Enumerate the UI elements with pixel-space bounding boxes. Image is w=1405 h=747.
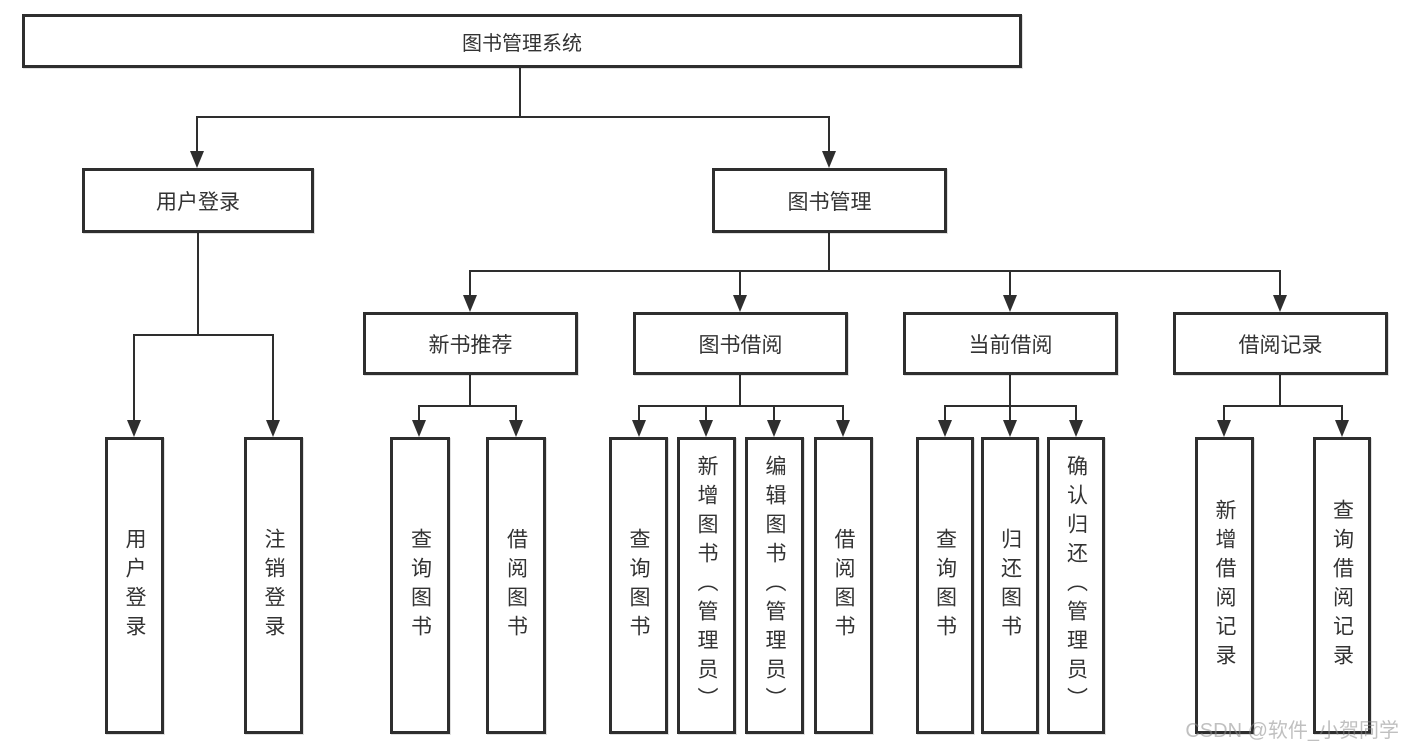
connector-hline [1223, 405, 1343, 407]
arrowhead-down-icon [412, 420, 426, 437]
connector-vline [1075, 405, 1077, 422]
connector-hline [196, 116, 830, 118]
node-user-login-leaf: 用户登录 [105, 437, 164, 734]
node-book-borrowing: 图书借阅 [633, 312, 848, 375]
arrowhead-down-icon [699, 420, 713, 437]
arrowhead-down-icon [733, 295, 747, 312]
connector-vline [515, 405, 517, 422]
connector-vline [1223, 405, 1225, 422]
arrowhead-down-icon [632, 420, 646, 437]
node-book-management-branch: 图书管理 [712, 168, 947, 233]
node-new-book-recommendation: 新书推荐 [363, 312, 578, 375]
connector-vline [469, 375, 471, 407]
connector-vline [469, 270, 471, 297]
node-borrow-books-recommend: 借阅图书 [486, 437, 546, 734]
arrowhead-down-icon [1003, 420, 1017, 437]
node-add-books-admin: 新增图书（管理员） [677, 437, 736, 734]
node-library-management-system: 图书管理系统 [22, 14, 1022, 68]
arrowhead-down-icon [190, 151, 204, 168]
connector-vline [1279, 375, 1281, 407]
arrowhead-down-icon [822, 151, 836, 168]
arrowhead-down-icon [836, 420, 850, 437]
connector-vline [773, 405, 775, 422]
arrowhead-down-icon [509, 420, 523, 437]
arrowhead-down-icon [1003, 295, 1017, 312]
watermark: CSDN @软件_小贺同学 [1185, 720, 1399, 742]
connector-vline [1279, 270, 1281, 297]
connector-hline [133, 334, 274, 336]
connector-vline [1009, 405, 1011, 422]
connector-vline [1009, 375, 1011, 407]
node-query-books-borrowing: 查询图书 [609, 437, 668, 734]
connector-vline [739, 270, 741, 297]
arrowhead-down-icon [938, 420, 952, 437]
node-query-books-recommend: 查询图书 [390, 437, 450, 734]
connector-vline [519, 68, 521, 118]
connector-vline [197, 233, 199, 336]
node-add-borrow-record: 新增借阅记录 [1195, 437, 1254, 734]
node-borrow-books: 借阅图书 [814, 437, 873, 734]
arrowhead-down-icon [127, 420, 141, 437]
connector-vline [828, 116, 830, 154]
arrowhead-down-icon [767, 420, 781, 437]
arrowhead-down-icon [266, 420, 280, 437]
connector-hline [469, 270, 1281, 272]
node-edit-books-admin: 编辑图书（管理员） [745, 437, 804, 734]
node-query-borrow-record: 查询借阅记录 [1313, 437, 1371, 734]
node-confirm-return-admin: 确认归还（管理员） [1047, 437, 1105, 734]
connector-hline [418, 405, 517, 407]
arrowhead-down-icon [1069, 420, 1083, 437]
connector-vline [705, 405, 707, 422]
arrowhead-down-icon [1273, 295, 1287, 312]
connector-vline [272, 334, 274, 422]
node-return-books: 归还图书 [981, 437, 1039, 734]
connector-vline [842, 405, 844, 422]
connector-vline [828, 233, 830, 272]
connector-vline [418, 405, 420, 422]
connector-vline [739, 375, 741, 407]
node-user-login-branch: 用户登录 [82, 168, 314, 233]
connector-vline [133, 334, 135, 422]
node-borrowing-records: 借阅记录 [1173, 312, 1388, 375]
arrowhead-down-icon [1217, 420, 1231, 437]
connector-vline [944, 405, 946, 422]
connector-vline [1341, 405, 1343, 422]
connector-vline [638, 405, 640, 422]
node-query-books-current: 查询图书 [916, 437, 974, 734]
arrowhead-down-icon [463, 295, 477, 312]
node-current-borrowing: 当前借阅 [903, 312, 1118, 375]
connector-vline [196, 116, 198, 154]
node-logout-leaf: 注销登录 [244, 437, 303, 734]
arrowhead-down-icon [1335, 420, 1349, 437]
connector-hline [638, 405, 844, 407]
connector-vline [1009, 270, 1011, 297]
